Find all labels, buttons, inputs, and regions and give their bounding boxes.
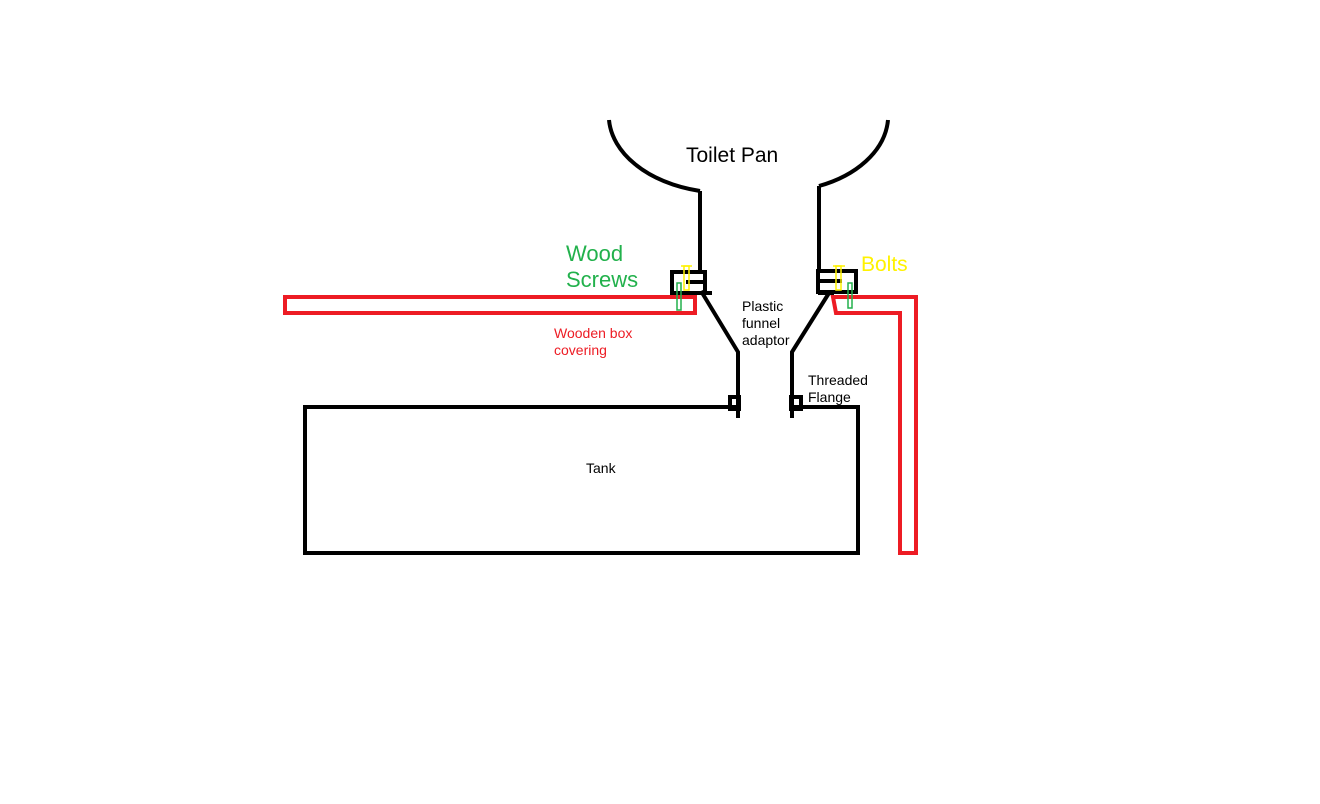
toilet-pan-label: Toilet Pan	[686, 144, 778, 167]
wooden-box-covering	[283, 295, 918, 555]
tank-label: Tank	[586, 460, 617, 476]
funnel-adaptor-label-line3: adaptor	[742, 332, 790, 348]
funnel-adaptor-label-line2: funnel	[742, 315, 780, 331]
wood-screws-label-line1: Wood	[566, 241, 623, 266]
wooden-box-label-line1: Wooden box	[554, 325, 632, 341]
toilet-pan-left-curve	[607, 119, 701, 193]
bolts-label: Bolts	[861, 253, 908, 276]
toilet-pan-right-curve	[818, 119, 890, 188]
bolts	[681, 265, 845, 291]
wooden-box-left-board	[283, 295, 697, 315]
threaded-flange-label-line1: Threaded	[808, 372, 868, 388]
tank	[303, 395, 860, 555]
wood-screws-label-line2: Screws	[566, 267, 638, 292]
threaded-flange-left	[728, 395, 741, 411]
threaded-flange-label-line2: Flange	[808, 389, 851, 405]
bolt-left	[683, 265, 690, 291]
wood-screw-right	[847, 282, 853, 309]
wooden-box-label-line2: covering	[554, 342, 607, 358]
toilet-pan	[607, 119, 890, 272]
wood-screws	[676, 282, 853, 311]
threaded-flange-right	[789, 395, 803, 411]
funnel-adaptor-label-line1: Plastic	[742, 298, 783, 314]
pan-flanges	[670, 269, 858, 295]
tank-outline	[303, 405, 860, 555]
wood-screw-left	[676, 282, 682, 311]
wooden-box-right-board	[830, 295, 918, 555]
